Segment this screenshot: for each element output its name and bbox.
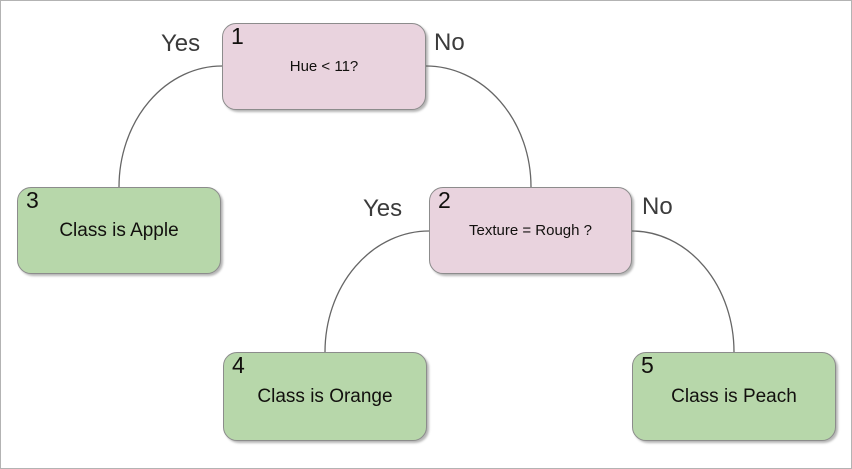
node-label-5: Class is Peach — [671, 385, 797, 407]
node-label-4: Class is Orange — [257, 385, 393, 407]
edge-label-2-to-5: No — [642, 193, 673, 220]
edge-label-1-to-3: Yes — [161, 30, 201, 57]
node-label-3: Class is Apple — [59, 219, 179, 241]
node-index-1: 1 — [231, 23, 244, 49]
node-index-4: 4 — [232, 352, 245, 378]
edge-1-to-2 — [425, 65, 532, 188]
edge-2-to-5 — [631, 230, 735, 353]
edge-2-to-4 — [324, 230, 430, 353]
edge-1-to-3 — [118, 65, 223, 188]
node-index-3: 3 — [26, 187, 39, 213]
node-index-2: 2 — [438, 187, 451, 213]
node-index-5: 5 — [641, 352, 654, 378]
edge-label-2-to-4: Yes — [363, 195, 403, 222]
edge-label-1-to-2: No — [434, 29, 465, 56]
node-label-2: Texture = Rough ? — [469, 222, 592, 239]
node-label-1: Hue < 11? — [289, 58, 359, 75]
